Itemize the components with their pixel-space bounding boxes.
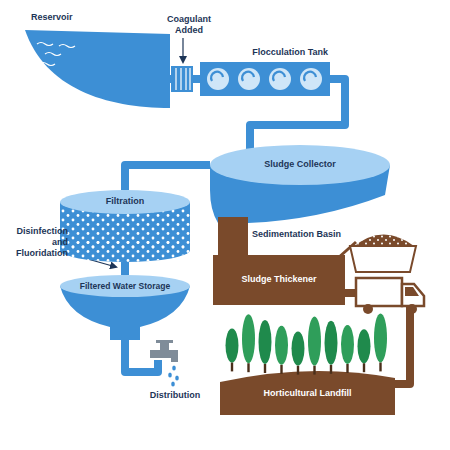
drawing-part — [330, 365, 332, 374]
drawing-part — [213, 255, 345, 305]
drawing-part — [350, 246, 416, 272]
drawing-part — [210, 145, 390, 185]
pipe — [121, 262, 129, 275]
truck — [356, 278, 424, 314]
drawing-part — [220, 371, 395, 415]
drawing-part — [402, 284, 424, 306]
coagulant-arrow — [182, 38, 183, 62]
callout-label: Disinfection and Fluoridation — [4, 226, 68, 259]
drawing-part — [242, 72, 254, 81]
pipe — [218, 252, 248, 255]
node-label: Sedimentation Basin — [252, 229, 341, 240]
drawing-part — [175, 375, 179, 380]
node-shape — [15, 12, 170, 108]
drawing-part — [242, 314, 255, 363]
drawing-part — [297, 366, 299, 375]
node-label: Flocculation Tank — [252, 47, 328, 58]
coagulant-mixer — [171, 66, 193, 92]
process-node: Flocculation Tank — [200, 45, 330, 98]
drawing-part — [259, 320, 272, 364]
node-label: Reservoir — [31, 12, 73, 23]
drawing-part — [238, 68, 260, 90]
drawing-part — [363, 304, 373, 314]
water-drops — [168, 365, 179, 386]
drawing-part — [211, 72, 223, 81]
drawing-part — [218, 217, 248, 252]
drawing-part — [405, 287, 419, 296]
node-label: Filtered Water Storage — [80, 281, 170, 292]
drawing-part — [346, 364, 348, 373]
drawing-part — [280, 365, 282, 374]
drawing-part — [25, 30, 170, 108]
drawing-part — [60, 208, 190, 250]
drawing-part — [264, 364, 266, 373]
process-node: Sludge Collector — [210, 145, 390, 185]
drawing-part — [269, 68, 291, 90]
drawing-part — [308, 317, 321, 366]
drawing-part — [160, 342, 169, 350]
drawing-part — [341, 325, 354, 364]
drawing-part — [231, 362, 233, 371]
process-node: Sludge Thickener — [213, 255, 345, 305]
drawing-part — [37, 43, 75, 66]
process-node: Filtered Water Storage — [60, 275, 190, 340]
drawing-part — [273, 72, 285, 81]
callout-label: Coagulant Added — [158, 14, 220, 36]
process-node: Reservoir — [15, 12, 170, 108]
drawing-part — [171, 356, 178, 362]
drawing-part — [325, 321, 338, 365]
drawing-part — [172, 365, 176, 370]
drawing-part — [356, 278, 402, 306]
node-shape — [220, 318, 395, 415]
node-label: Sludge Thickener — [241, 274, 316, 285]
drawing-part — [379, 362, 381, 371]
drawing-part — [313, 366, 315, 375]
drawing-part — [200, 62, 330, 96]
node-label: Sludge Collector — [264, 159, 336, 170]
pipe — [125, 165, 210, 190]
sludge-pile — [338, 234, 416, 272]
drawing-part — [407, 304, 417, 314]
drawing-part — [156, 340, 173, 343]
node-label: Filtration — [106, 196, 145, 207]
drawing-part — [60, 190, 190, 214]
drawing-part — [176, 68, 190, 90]
node-label: Horticultural Landfill — [263, 388, 351, 399]
drawing-part — [358, 329, 371, 363]
drawing-part — [292, 332, 305, 366]
tap — [150, 340, 178, 362]
process-node: Filtration — [60, 190, 190, 262]
drawing-part — [304, 72, 316, 81]
drawing-part — [247, 363, 249, 372]
drawing-part — [60, 275, 190, 297]
drawing-part — [168, 372, 172, 377]
drawing-part — [207, 68, 229, 90]
drawing-part — [210, 165, 390, 252]
drawing-part — [363, 363, 365, 372]
drawing-part — [275, 326, 288, 365]
drawing-part — [300, 68, 322, 90]
drawing-part — [171, 381, 175, 386]
callout-label: Distribution — [140, 390, 210, 401]
process-node: Horticultural Landfill — [220, 318, 395, 415]
drawing-part — [226, 328, 239, 362]
drawing-part — [171, 66, 193, 92]
drawing-part — [374, 313, 387, 362]
